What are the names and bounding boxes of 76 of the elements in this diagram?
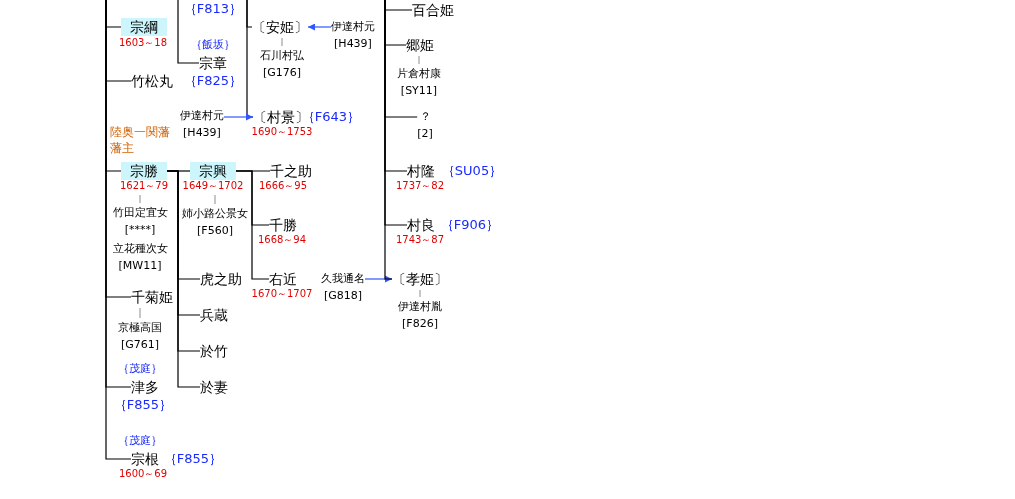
person-name: 右近 bbox=[269, 270, 297, 288]
person-name: 石川村弘 bbox=[260, 48, 304, 64]
person-name: 宗根 bbox=[131, 450, 159, 468]
person-name: 伊達村元 bbox=[180, 108, 224, 124]
marriage-tick bbox=[139, 194, 141, 204]
life-dates: 1670～1707 bbox=[251, 287, 313, 301]
life-dates: 1743～87 bbox=[395, 233, 445, 247]
reference-code: [G818] bbox=[322, 288, 364, 304]
life-dates: 1666～95 bbox=[258, 179, 308, 193]
marriage-tick bbox=[139, 307, 141, 319]
reference-code: ｛F855｝ bbox=[163, 450, 223, 468]
arrow bbox=[307, 23, 332, 31]
reference-code: ｛F825｝ bbox=[183, 72, 243, 90]
person-name: 立花種次女 bbox=[112, 241, 168, 257]
reference-code: [G761] bbox=[119, 337, 161, 353]
branch-line bbox=[235, 170, 270, 280]
marriage-tick bbox=[281, 37, 283, 47]
reference-code: ｛F813｝ bbox=[183, 0, 243, 18]
branch-line bbox=[384, 0, 393, 280]
family-name-note: ｛茂庭｝ bbox=[118, 432, 162, 448]
reference-code: [F560] bbox=[196, 223, 234, 239]
reference-code: [SY11] bbox=[399, 83, 439, 99]
marriage-tick bbox=[419, 289, 421, 298]
domain-lord-note: 陸奥一関藩藩主 bbox=[110, 124, 171, 156]
life-dates: 1668～94 bbox=[257, 233, 307, 247]
person-name: 千之助 bbox=[270, 162, 312, 180]
person-name: 京極高国 bbox=[118, 320, 162, 336]
person-name: 於竹 bbox=[200, 342, 228, 360]
person-name: 千菊姫 bbox=[131, 288, 173, 306]
reference-code: ｛F906｝ bbox=[440, 216, 500, 234]
person-name: 片倉村康 bbox=[397, 66, 441, 82]
reference-code: [H439] bbox=[182, 125, 222, 141]
reference-code: ｛SU05｝ bbox=[441, 162, 503, 180]
reference-code: [****] bbox=[123, 222, 157, 238]
branch-line bbox=[105, 0, 132, 460]
family-name-note: ｛飯坂｝ bbox=[191, 36, 235, 52]
life-dates: 1737～82 bbox=[395, 179, 445, 193]
person-name: 姉小路公景女 bbox=[182, 206, 248, 222]
person-name: 百合姫 bbox=[412, 1, 454, 19]
person-name: 伊達村元 bbox=[331, 19, 375, 35]
reference-code: ｛F855｝ bbox=[113, 396, 173, 414]
person-name: 於妻 bbox=[200, 378, 228, 396]
marriage-tick bbox=[214, 194, 216, 205]
life-dates: 1621～79 bbox=[119, 179, 169, 193]
branch-line bbox=[177, 0, 200, 64]
branch-line bbox=[166, 170, 201, 388]
family-name-note: ｛茂庭｝ bbox=[118, 360, 162, 376]
reference-code: [H439] bbox=[333, 36, 373, 52]
person-name: ？ bbox=[418, 109, 432, 125]
person-name: 千勝 bbox=[269, 216, 297, 234]
highlighted-name: 宗興 bbox=[190, 162, 236, 180]
highlighted-name: 宗勝 bbox=[121, 162, 167, 180]
person-name: 〔安姫〕 bbox=[252, 18, 308, 36]
life-dates: 1690～1753 bbox=[251, 125, 313, 139]
person-name: 竹田定宜女 bbox=[112, 205, 168, 221]
person-name: 兵蔵 bbox=[200, 306, 228, 324]
life-dates: 1649～1702 bbox=[182, 179, 244, 193]
person-name: 〔孝姫〕 bbox=[392, 270, 448, 288]
person-name: 伊達村胤 bbox=[398, 299, 442, 315]
life-dates: 1603～18 bbox=[118, 36, 168, 50]
arrow bbox=[223, 113, 254, 121]
person-name: 津多 bbox=[131, 378, 159, 396]
reference-code: [2] bbox=[417, 126, 433, 142]
reference-code: [MW11] bbox=[117, 258, 163, 274]
reference-code: [F826] bbox=[401, 316, 439, 332]
highlighted-name: 宗綱 bbox=[121, 18, 167, 36]
reference-code: [G176] bbox=[261, 65, 303, 81]
person-name: 村隆 bbox=[407, 162, 435, 180]
marriage-tick bbox=[418, 55, 420, 65]
person-name: 虎之助 bbox=[200, 270, 242, 288]
life-dates: 1600～69 bbox=[118, 467, 168, 481]
person-name: 久我通名 bbox=[321, 271, 365, 287]
person-name: 郷姫 bbox=[406, 36, 434, 54]
person-name: 村良 bbox=[407, 216, 435, 234]
person-name: 竹松丸 bbox=[131, 72, 173, 90]
person-name: 宗章 bbox=[199, 54, 227, 72]
